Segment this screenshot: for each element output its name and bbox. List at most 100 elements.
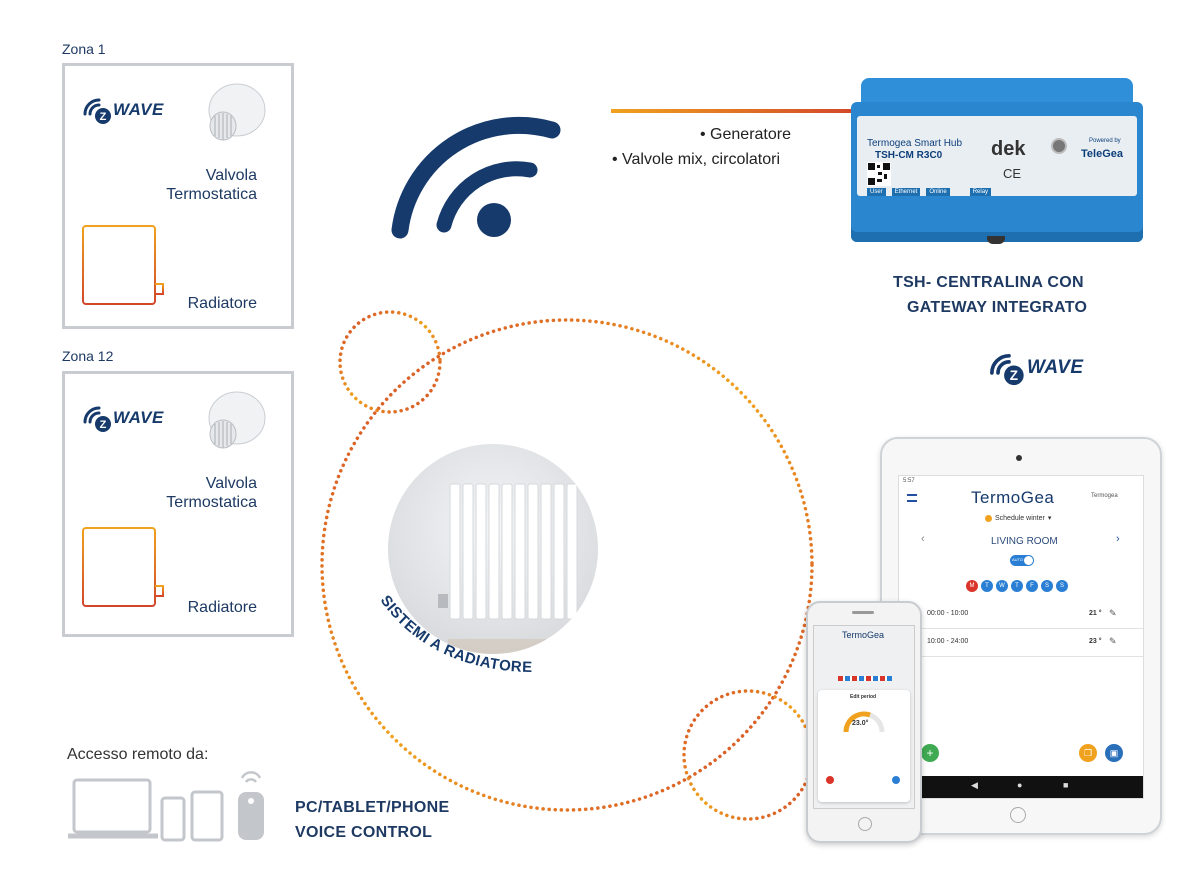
smart-speaker-icon [238,771,264,840]
valve-label: Valvola Termostatica [166,475,257,511]
day-wednesday[interactable]: W [996,580,1008,592]
dotted-circle-small-top [338,310,442,414]
hub-caption-line2: GATEWAY INTEGRATO [907,299,1088,316]
hub-powered-by: Powered by [1089,138,1121,144]
output-generator: • Generatore [700,126,791,143]
zwave-brand: WAVE [113,408,164,427]
add-button[interactable]: + [921,744,939,762]
tablet-nav-bar: ◀ ● ■ [899,776,1143,798]
thermostatic-valve-icon [208,391,266,449]
tablet-icon [190,790,224,842]
hub-ethernet-label: Ethernet [891,188,921,196]
modal-title: Edit period [850,694,877,700]
tablet-status-time: 5:57 [903,478,915,484]
save-button[interactable]: ▣ [1105,744,1123,762]
zwave-icon: Z [990,353,1024,386]
row-time: 10:00 - 24:00 [927,638,969,645]
edit-period-modal: Edit period 23.0° [818,690,910,802]
thermostatic-valve-icon [208,83,266,141]
zwave-icon: Z [83,406,111,432]
remote-devices-icons [68,771,264,842]
day-tuesday[interactable]: T [981,580,993,592]
day-sunday[interactable]: S [1056,580,1068,592]
hub-online-label: Online [926,188,950,196]
temperature-gauge-icon[interactable] [840,702,888,738]
schedule-row[interactable]: 00:00 - 10:00 21 ° ✎ [899,602,1143,629]
dotted-circle-large [320,318,814,812]
day-thursday[interactable]: T [1011,580,1023,592]
hub-bottom-labels: User Ethernet Online Relay [867,188,992,196]
room-title: LIVING ROOM [991,536,1058,547]
phone-day-dots [838,676,892,681]
zone-1-label: Zona 1 [62,41,106,57]
valve-label: Valvola Termostatica [166,167,257,203]
remote-access-label: Accesso remoto da: [67,746,209,763]
phone-app-title: TermoGea [842,630,885,640]
day-friday[interactable]: F [1026,580,1038,592]
back-icon[interactable]: ◀ [971,780,978,790]
hub-model: TSH-CM R3C0 [875,150,943,161]
modal-plus-button[interactable] [892,776,900,784]
laptop-icon [72,778,152,834]
zone-12-box: Z WAVE Valvola Termostatica Radiatore [62,371,294,637]
phone-home-button[interactable] [858,817,872,831]
chevron-down-icon: ▾ [1047,515,1052,522]
zwave-logo: Z WAVE [81,402,164,434]
prev-room-icon[interactable]: ‹ [921,533,925,545]
menu-icon[interactable] [907,494,917,502]
radiator-panel-icon [438,483,588,654]
tablet-account[interactable]: Termogea [1091,493,1118,499]
day-saturday[interactable]: S [1041,580,1053,592]
auto-toggle-label: AUTO [1012,557,1024,562]
hub-label-panel: Termogea Smart Hub TSH-CM R3C0 dek CE Po… [857,116,1137,196]
svg-text:Z: Z [1010,368,1018,383]
smart-hub-device: Termogea Smart Hub TSH-CM R3C0 dek CE Po… [851,78,1143,244]
recents-icon[interactable]: ■ [1063,780,1069,790]
modal-minus-button[interactable] [826,776,834,784]
hub-user-label: User [867,188,886,196]
output-valves-text: Valvole mix, circolatori [622,151,781,168]
home-icon[interactable]: ● [1017,780,1023,790]
qr-code-icon [867,162,891,186]
hub-ce-mark: CE [1003,166,1022,181]
day-selector: M T W T F S S [966,580,1068,592]
phone-icon [160,796,186,842]
output-valves: • Valvole mix, circolatori [612,151,781,168]
schedule-selector[interactable]: Schedule winter ▾ [985,514,1051,522]
hub-powered-brand: TeleGea [1081,148,1123,160]
schedule-row[interactable]: 10:00 - 24:00 23 ° ✎ [899,630,1143,657]
radiator-label: Radiatore [187,295,257,312]
copy-button[interactable]: ❐ [1079,744,1097,762]
tablet-screen: 5:57 TermoGea Termogea Schedule winter ▾… [898,475,1144,799]
svg-text:SISTEMI A RADIATORE: SISTEMI A RADIATORE [377,592,533,676]
radiator-systems-text: SISTEMI A RADIATORE [377,592,533,676]
dotted-circle-small-bottom [682,689,814,821]
hub-screw-icon [1051,138,1067,154]
edit-icon[interactable]: ✎ [1109,636,1117,646]
toggle-knob [1024,556,1033,565]
hub-caption-line1: TSH- CENTRALINA CON [893,274,1084,291]
hub-zwave-logo: Z WAVE [987,348,1084,388]
hub-connector [987,236,1005,244]
svg-text:Z: Z [100,111,107,123]
tablet-home-button[interactable] [1010,807,1026,823]
radiator-systems-caption: SISTEMI A RADIATORE [377,592,533,676]
tablet-camera [1016,455,1022,461]
edit-icon[interactable]: ✎ [1109,608,1117,618]
day-monday[interactable]: M [966,580,978,592]
row-temp: 23 ° [1089,638,1102,645]
tablet-app-title: TermoGea [971,488,1055,507]
zwave-brand: WAVE [113,100,164,119]
hub-relay-label: Relay [969,188,992,196]
phone-device: TermoGea Edit period 23.0° [806,601,922,843]
zone-1-box: Z WAVE Valvola Termostatica Radiatore [62,63,294,329]
schedule-text: Schedule winter [995,514,1045,522]
radiator-photo [388,444,598,654]
hub-brand: Termogea Smart Hub [867,138,963,149]
auto-toggle[interactable]: AUTO [1010,555,1034,566]
next-room-icon[interactable]: › [1116,533,1120,545]
phone-screen: TermoGea Edit period 23.0° [813,625,915,809]
tablet-device: 5:57 TermoGea Termogea Schedule winter ▾… [880,437,1162,835]
radiator-label: Radiatore [187,599,257,616]
svg-text:Z: Z [100,419,107,431]
